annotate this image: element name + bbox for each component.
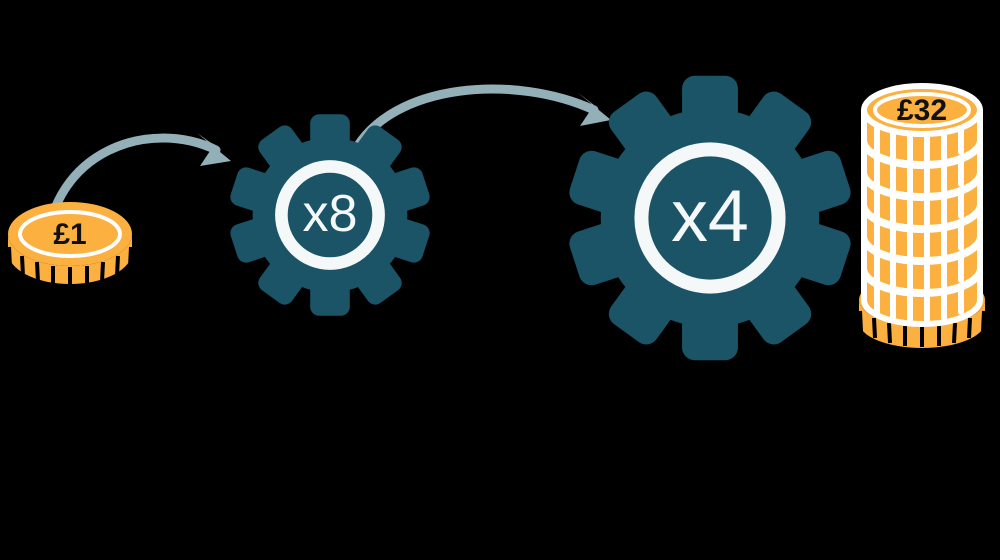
coin-stack-top-face	[861, 83, 983, 137]
output-coin-stack: £32	[858, 83, 986, 348]
gear-x4: x4	[566, 75, 854, 361]
gear-x8: x8	[228, 114, 432, 316]
gear-x4-label: x4	[671, 174, 749, 257]
input-coin-label: £1	[53, 218, 86, 251]
gear-inner-ring	[275, 160, 385, 270]
input-coin: £1	[7, 202, 133, 287]
output-stack-label: £32	[897, 94, 947, 127]
arrow-head-icon	[577, 92, 611, 126]
gear-x8-label: x8	[302, 185, 357, 243]
coin-stack-icon	[858, 83, 986, 348]
arrow-head-icon	[197, 133, 231, 166]
gear-inner-ring	[634, 142, 786, 294]
single-coin-icon	[7, 202, 133, 287]
